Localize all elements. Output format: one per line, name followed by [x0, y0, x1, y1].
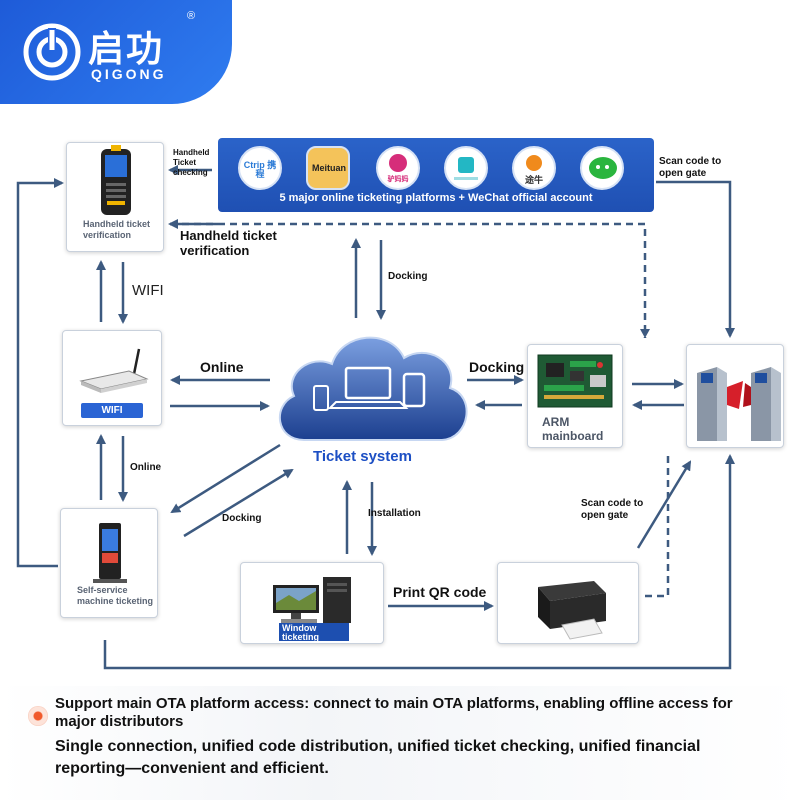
- devices-icon: [313, 366, 426, 411]
- handheld-checking-label: Handheld Ticket checking: [173, 148, 210, 177]
- ota-platforms-panel: Ctrip 携程 Meituan 驴妈妈 途牛 5 major online t…: [218, 138, 654, 212]
- meituan-icon: Meituan: [306, 146, 350, 190]
- footer-line-1: Support main OTA platform access: connec…: [55, 695, 733, 730]
- mama-icon: 驴妈妈: [376, 146, 420, 190]
- handheld-device-icon: [101, 145, 131, 215]
- window-ticketing-node: Window ticketing: [240, 562, 384, 644]
- logo-name: 启功: [88, 29, 165, 70]
- print-qr-label: Print QR code: [393, 584, 487, 600]
- ticket-system-cloud: [278, 336, 468, 441]
- footer-line-2: Single connection, unified code distribu…: [55, 738, 701, 777]
- installation-label: Installation: [368, 508, 421, 519]
- connector-arrows: [16, 165, 735, 670]
- arm-mainboard-node: ARM mainboard: [527, 344, 623, 448]
- circuit-board-icon: [537, 354, 613, 408]
- docking-top-label: Docking: [388, 271, 428, 282]
- kiosk-icon: [93, 523, 127, 583]
- bullet-icon: [28, 706, 48, 726]
- logo-registered: ®: [187, 10, 196, 22]
- ctrip-icon: Ctrip 携程: [238, 146, 282, 190]
- ticket-icon: [444, 146, 488, 190]
- power-logo-icon: [23, 23, 81, 81]
- docking-self-label: Docking: [222, 513, 262, 524]
- platforms-caption: 5 major online ticketing platforms + WeC…: [279, 192, 593, 204]
- tuniu-icon: 途牛: [512, 146, 556, 190]
- arm-title: ARM mainboard: [542, 415, 604, 443]
- online-h-label: Online: [200, 359, 244, 375]
- scan-top-label: Scan code to open gate: [659, 156, 722, 179]
- handheld-verification-label: Handheld ticket verification: [180, 228, 277, 258]
- handheld-terminal-node: Handheld ticket verification: [66, 142, 164, 252]
- turnstile-gate-node: [686, 344, 784, 448]
- qr-printer-node: [497, 562, 639, 644]
- wifi-edge-label: WIFI: [132, 282, 164, 299]
- wifi-tag: WIFI: [81, 403, 143, 418]
- online-v-label: Online: [130, 462, 162, 473]
- desktop-computer-icon: [273, 577, 351, 623]
- self-service-title: Self-service machine ticketing: [77, 585, 154, 606]
- footer-band: [0, 686, 800, 800]
- router-icon: [79, 348, 149, 393]
- ticket-system-title: Ticket system: [313, 448, 412, 465]
- self-service-kiosk-node: Self-service machine ticketing: [60, 508, 158, 618]
- logo-subtitle: QIGONG: [91, 66, 167, 82]
- label-printer-icon: [538, 581, 606, 640]
- turnstile-gate-icon: [697, 367, 781, 441]
- wifi-router-node: WIFI: [62, 330, 162, 426]
- wechat-icon: [580, 146, 624, 190]
- docking-arm-label: Docking: [469, 359, 525, 375]
- handheld-title: Handheld ticket verification: [83, 219, 151, 240]
- scan-mid-label: Scan code to open gate: [581, 498, 644, 521]
- window-title: Window ticketing: [279, 623, 349, 642]
